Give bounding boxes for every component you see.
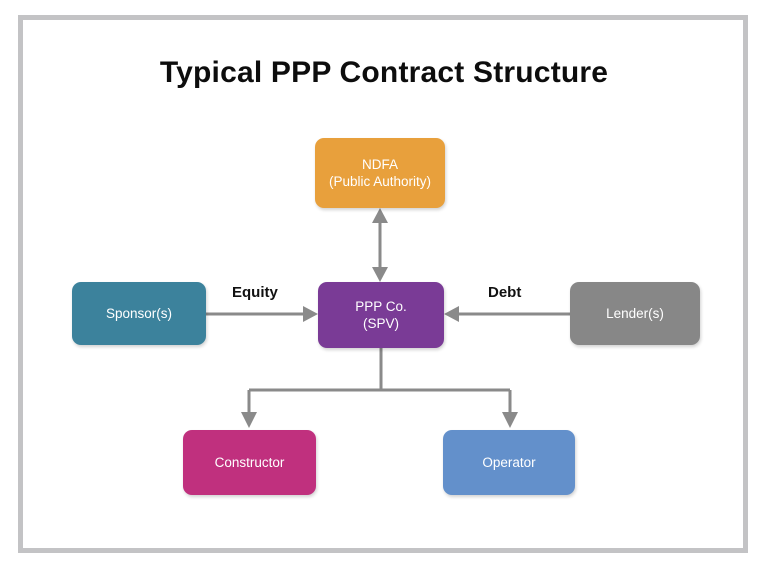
edge-label-debt: Debt xyxy=(488,284,522,301)
edge-lenders-pppco xyxy=(444,306,570,322)
node-lenders-label: Lender(s) xyxy=(606,306,664,321)
node-operator[interactable]: Operator xyxy=(443,430,575,495)
page-title: Typical PPP Contract Structure xyxy=(159,56,609,89)
node-sponsors[interactable]: Sponsor(s) xyxy=(72,282,206,345)
arrowhead-down-operator-icon xyxy=(502,412,518,428)
edge-ndfa-pppco xyxy=(372,208,388,282)
node-lenders[interactable]: Lender(s) xyxy=(570,282,700,345)
edge-label-equity: Equity xyxy=(232,284,278,301)
node-operator-label: Operator xyxy=(482,455,536,470)
node-constructor-label: Constructor xyxy=(214,455,285,470)
node-ndfa-label-line2: (Public Authority) xyxy=(328,174,432,189)
node-sponsors-label: Sponsor(s) xyxy=(105,306,173,321)
edge-pppco-children xyxy=(241,348,518,428)
arrowhead-right-icon xyxy=(303,306,318,322)
arrowhead-up-icon xyxy=(372,208,388,223)
node-ndfa-label-line1: NDFA xyxy=(361,157,398,172)
arrowhead-down-icon xyxy=(372,267,388,282)
node-ppp-co-label-line2: (SPV) xyxy=(362,316,399,331)
edge-sponsors-pppco xyxy=(206,306,318,322)
arrowhead-down-constructor-icon xyxy=(241,412,257,428)
node-constructor[interactable]: Constructor xyxy=(183,430,316,495)
node-ndfa[interactable]: NDFA (Public Authority) xyxy=(315,138,445,208)
node-ppp-co[interactable]: PPP Co. (SPV) xyxy=(318,282,444,348)
arrowhead-left-icon xyxy=(444,306,459,322)
node-ppp-co-label-line1: PPP Co. xyxy=(355,299,407,314)
